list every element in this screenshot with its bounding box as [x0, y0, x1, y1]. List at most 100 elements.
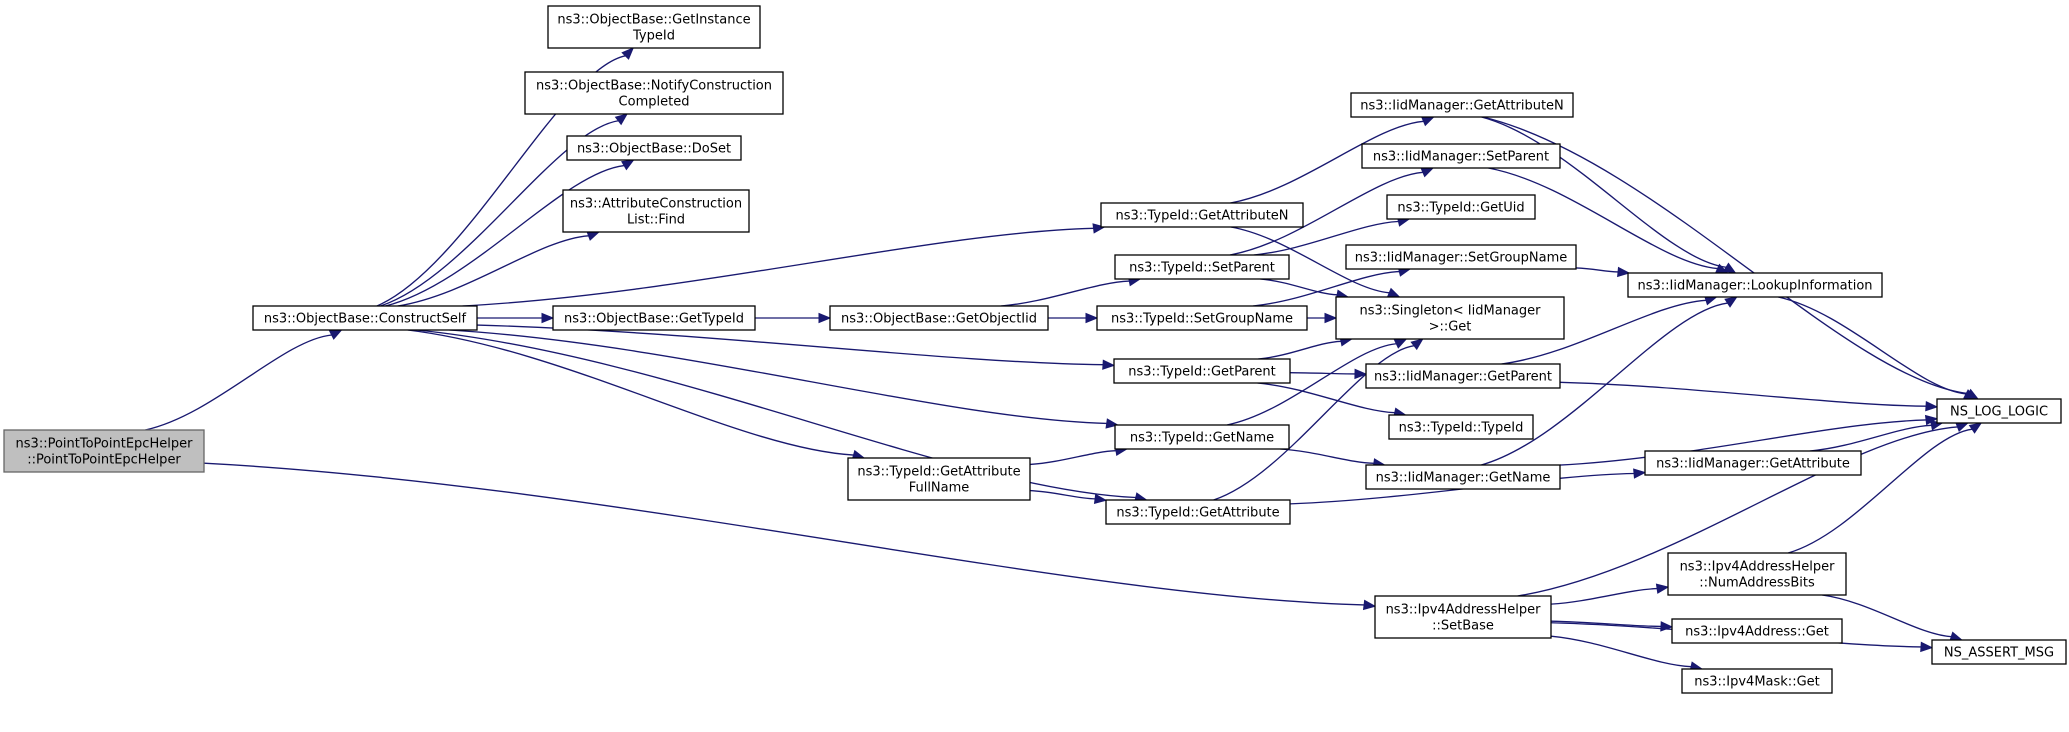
- node-assert[interactable]: NS_ASSERT_MSG: [1931, 639, 2067, 665]
- edge-line: [397, 235, 589, 307]
- node-label: ns3::TypeId::GetUid: [1397, 201, 1524, 216]
- edge-tattrfull-to-tgetattr: [1029, 489, 1108, 505]
- node-tgetparent[interactable]: ns3::TypeId::GetParent: [1113, 358, 1291, 384]
- edge-arrowhead: [586, 231, 601, 241]
- node-label: ns3::IidManager::GetName: [1376, 471, 1551, 486]
- edge-isetparent-to-lookup: [1488, 167, 1729, 274]
- node-box: [1627, 272, 1883, 298]
- node-label: ns3::ObjectBase::ConstructSelf: [264, 312, 467, 327]
- edge-line: [380, 120, 619, 307]
- node-ttypeid[interactable]: ns3::TypeId::TypeId: [1388, 414, 1534, 440]
- edge-arrowhead: [621, 47, 635, 60]
- node-box: [547, 5, 761, 49]
- edge-construct-to-gettid: [477, 312, 555, 324]
- node-maskget[interactable]: ns3::Ipv4Mask::Get: [1681, 668, 1833, 694]
- node-isetgroup[interactable]: ns3::IidManager::SetGroupName: [1345, 244, 1577, 270]
- node-label: NS_LOG_LOGIC: [1950, 405, 2048, 420]
- edge-gettid-to-getoiid: [755, 312, 832, 324]
- node-label: ns3::TypeId::SetParent: [1129, 261, 1275, 276]
- node-box: [1388, 414, 1534, 440]
- node-iattrn[interactable]: ns3::IidManager::GetAttributeN: [1350, 92, 1574, 118]
- node-gettid[interactable]: ns3::ObjectBase::GetTypeId: [552, 305, 756, 331]
- node-igetattr[interactable]: ns3::IidManager::GetAttribute: [1644, 450, 1862, 476]
- edge-arrowhead: [1085, 312, 1099, 324]
- node-box: [562, 189, 750, 233]
- edge-arrowhead: [1362, 599, 1377, 611]
- node-nsloglogic[interactable]: NS_LOG_LOGIC: [1936, 398, 2062, 424]
- node-tgetattr[interactable]: ns3::TypeId::GetAttribute: [1105, 499, 1291, 525]
- node-label: ::PointToPointEpcHelper: [27, 453, 181, 468]
- node-box: [3, 429, 205, 473]
- edge-arrowhead: [1421, 116, 1435, 127]
- node-tgetname[interactable]: ns3::TypeId::GetName: [1114, 424, 1290, 450]
- edge-arrowhead: [1968, 422, 1983, 434]
- edge-arrowhead: [1102, 359, 1116, 370]
- edge-line: [1258, 340, 1342, 360]
- node-box: [1667, 552, 1847, 596]
- node-label: ns3::IidManager::GetParent: [1374, 370, 1552, 385]
- node-label: ns3::Ipv4AddressHelper: [1386, 603, 1542, 618]
- node-construct[interactable]: ns3::ObjectBase::ConstructSelf: [252, 305, 478, 331]
- node-box: [1335, 296, 1565, 340]
- node-label: ns3::TypeId::GetAttribute: [857, 465, 1020, 480]
- edge-construct-to-getinst: [376, 47, 635, 307]
- edge-tattrfull-to-tgetname: [1029, 445, 1129, 466]
- node-tsetgroup[interactable]: ns3::TypeId::SetGroupName: [1096, 305, 1308, 331]
- edge-line: [1481, 302, 1728, 466]
- node-box: [552, 305, 756, 331]
- edge-line: [1809, 424, 1932, 452]
- node-box: [1361, 143, 1561, 169]
- edge-line: [1559, 419, 1927, 466]
- edge-ipv4setbase-to-numbits: [1550, 583, 1670, 605]
- node-label: ns3::TypeId::TypeId: [1399, 421, 1524, 436]
- node-isetparent[interactable]: ns3::IidManager::SetParent: [1361, 143, 1561, 169]
- node-igetparent[interactable]: ns3::IidManager::GetParent: [1365, 363, 1561, 389]
- node-notify[interactable]: ns3::ObjectBase::NotifyConstructionCompl…: [524, 71, 784, 115]
- edge-arrowhead: [818, 312, 832, 324]
- edge-arrowhead: [1925, 400, 1939, 412]
- node-tattrn[interactable]: ns3::TypeId::GetAttributeN: [1100, 202, 1304, 228]
- node-box: [524, 71, 784, 115]
- edge-line: [1488, 167, 1718, 270]
- node-root[interactable]: ns3::PointToPointEpcHelper::PointToPoint…: [3, 429, 205, 473]
- edge-arrowhead: [621, 159, 635, 171]
- node-doset[interactable]: ns3::ObjectBase::DoSet: [566, 135, 742, 161]
- node-label: ns3::AttributeConstruction: [570, 197, 742, 212]
- node-tgetuid[interactable]: ns3::TypeId::GetUid: [1386, 194, 1536, 220]
- edge-arrowhead: [541, 312, 555, 324]
- node-label: ns3::Singleton< IidManager: [1359, 304, 1541, 319]
- node-tsetparent[interactable]: ns3::TypeId::SetParent: [1114, 254, 1290, 280]
- node-igetname[interactable]: ns3::IidManager::GetName: [1365, 464, 1561, 490]
- node-singleton[interactable]: ns3::Singleton< IidManager>::Get: [1335, 296, 1565, 340]
- node-ipv4setbase[interactable]: ns3::Ipv4AddressHelper::SetBase: [1374, 595, 1552, 639]
- edge-line: [1280, 448, 1374, 465]
- node-getoiid[interactable]: ns3::ObjectBase::GetObjectIid: [829, 305, 1049, 331]
- edge-arrowhead: [1093, 493, 1108, 505]
- edge-line: [1550, 635, 1692, 668]
- node-box: [1100, 202, 1304, 228]
- node-box: [1681, 668, 1833, 694]
- node-box: [1374, 595, 1552, 639]
- edge-line: [1029, 450, 1117, 466]
- edge-getoiid-to-tsetgroup: [1048, 312, 1099, 324]
- node-box: [1114, 254, 1290, 280]
- edge-line: [416, 329, 1136, 499]
- edge-line: [1213, 345, 1415, 501]
- nodes: ns3::PointToPointEpcHelper::PointToPoint…: [3, 5, 2067, 694]
- node-lookup[interactable]: ns3::IidManager::LookupInformation: [1627, 272, 1883, 298]
- node-label: List::Find: [627, 213, 685, 228]
- edge-line: [1550, 620, 1662, 628]
- edge-line: [203, 462, 1365, 606]
- edge-arrowhead: [1722, 262, 1737, 274]
- edge-getoiid-to-tsetparent: [1000, 276, 1142, 307]
- node-ipv4get[interactable]: ns3::Ipv4Address::Get: [1671, 618, 1843, 644]
- node-label: ns3::ObjectBase::GetTypeId: [564, 312, 744, 327]
- node-label: ns3::TypeId::GetName: [1130, 431, 1274, 446]
- edge-line: [1787, 428, 1973, 554]
- edge-arrowhead: [1393, 338, 1408, 349]
- edge-root-to-construct: [145, 329, 343, 431]
- node-numbits[interactable]: ns3::Ipv4AddressHelper::NumAddressBits: [1667, 552, 1847, 596]
